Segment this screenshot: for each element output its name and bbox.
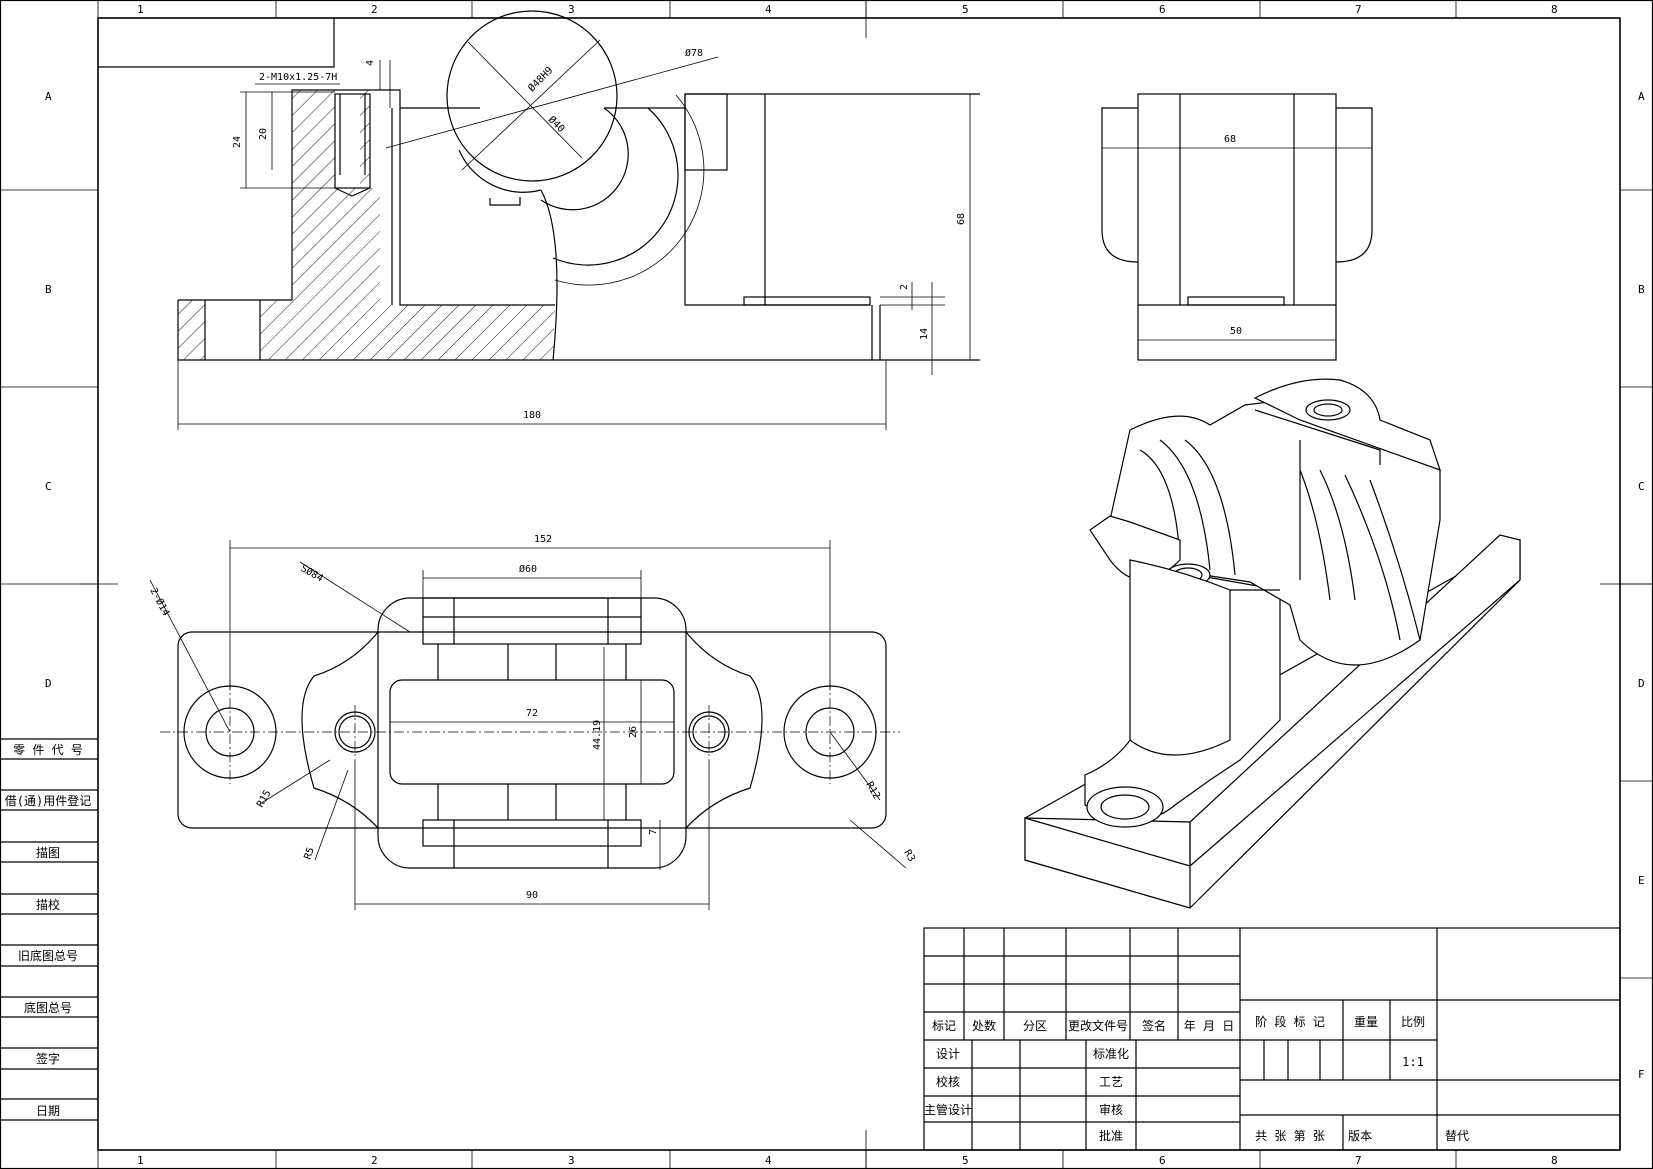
- tb-scale-label: 比例: [1401, 1015, 1425, 1029]
- tb-check: 校核: [936, 1074, 960, 1089]
- tb-weight: 重量: [1354, 1015, 1378, 1029]
- top-left-box: [98, 18, 335, 68]
- front-dim-14: 14: [919, 328, 930, 340]
- zone-col-6-top: 6: [1159, 3, 1166, 16]
- title-block: 标记 处数 分区 更改文件号 签名 年 月 日 阶 段 标 记 重量 比例 1:…: [923, 927, 1621, 1151]
- top-r15: R15: [255, 788, 274, 809]
- zone-col-7-top: 7: [1355, 3, 1362, 16]
- top-r3: R3: [901, 848, 917, 864]
- top-holes-2-14: 2-Ø14: [147, 586, 172, 618]
- top-dim-44-19: 44.19: [592, 720, 603, 750]
- zone-col-6-bottom: 6: [1159, 1154, 1166, 1167]
- front-dim-4: 4: [365, 60, 376, 66]
- side-dim-50: 50: [1230, 326, 1242, 337]
- tb-stage-mark: 阶 段 标 记: [1255, 1014, 1325, 1029]
- front-dia-78: Ø78: [685, 47, 703, 59]
- zone-row-e-right: E: [1638, 874, 1645, 887]
- tb-replace: 替代: [1445, 1129, 1469, 1143]
- tb-design: 设计: [936, 1047, 960, 1061]
- zone-col-5-top: 5: [962, 3, 969, 16]
- zone-row-d-right: D: [1638, 677, 1645, 690]
- front-dia-40: Ø40: [546, 114, 567, 135]
- tb-process: 工艺: [1099, 1075, 1123, 1089]
- front-section-view: 2-M10x1.25-7H 4 24 20 Ø48H9 Ø40 Ø78 68 2…: [177, 10, 980, 430]
- top-view: 152 SØ84 2-Ø14 Ø60 72 44.19 26 7 R15 R5 …: [147, 534, 917, 910]
- tb-version: 版本: [1348, 1129, 1372, 1143]
- front-dia-48h9: Ø48H9: [526, 64, 556, 94]
- zone-row-c-right: C: [1638, 480, 1645, 493]
- front-thread-note: 2-M10x1.25-7H: [259, 72, 337, 83]
- top-dim-72: 72: [526, 708, 538, 719]
- left-table-signature: 签字: [36, 1051, 60, 1066]
- left-table-base-number: 底图总号: [24, 1000, 72, 1015]
- tb-sheets: 共 张 第 张: [1255, 1129, 1325, 1143]
- tb-header-date: 年 月 日: [1184, 1019, 1234, 1033]
- left-table-borrowed-parts: 借(通)用件登记: [5, 793, 91, 808]
- tb-standardization: 标准化: [1093, 1047, 1129, 1061]
- tb-header-mark: 标记: [932, 1019, 956, 1033]
- tb-approve: 批准: [1099, 1128, 1123, 1143]
- zone-col-3-bottom: 3: [568, 1154, 575, 1167]
- zone-col-4-top: 4: [765, 3, 772, 16]
- top-dim-90: 90: [526, 890, 538, 901]
- tb-header-doc: 更改文件号: [1068, 1018, 1128, 1033]
- zone-row-d-left: D: [45, 677, 52, 690]
- tb-header-count: 处数: [972, 1018, 996, 1033]
- zone-col-8-top: 8: [1551, 3, 1558, 16]
- zone-row-a-left: A: [45, 90, 52, 103]
- left-record-table: 零 件 代 号 借(通)用件登记 描图 描校 旧底图总号 底图总号 签字 日期: [0, 738, 98, 1121]
- top-dim-152: 152: [534, 534, 552, 545]
- front-dim-2: 2: [899, 284, 910, 290]
- top-dim-7: 7: [648, 829, 659, 835]
- top-r5: R5: [302, 846, 316, 861]
- top-r12: R12: [863, 780, 882, 801]
- tb-scale-value: 1:1: [1402, 1055, 1424, 1069]
- tb-chief-design: 主管设计: [924, 1102, 972, 1117]
- zone-col-1-top: 1: [137, 3, 144, 16]
- left-table-tracing: 描图: [36, 846, 60, 860]
- zone-row-b-left: B: [45, 283, 52, 296]
- zone-col-4-bottom: 4: [765, 1154, 772, 1167]
- zone-col-1-bottom: 1: [137, 1154, 144, 1167]
- left-table-old-base-number: 旧底图总号: [18, 948, 78, 963]
- left-table-date: 日期: [36, 1104, 60, 1118]
- zone-col-2-top: 2: [371, 3, 378, 16]
- zone-row-a-right: A: [1638, 90, 1645, 103]
- front-dim-20: 20: [258, 128, 269, 140]
- tb-review: 审核: [1099, 1102, 1123, 1117]
- zone-col-3-top: 3: [568, 3, 575, 16]
- zone-col-2-bottom: 2: [371, 1154, 378, 1167]
- zone-row-b-right: B: [1638, 283, 1645, 296]
- zone-col-5-bottom: 5: [962, 1154, 969, 1167]
- isometric-view: [1024, 378, 1521, 909]
- front-dim-180: 180: [523, 410, 541, 421]
- left-table-part-code: 零 件 代 号: [13, 743, 83, 757]
- front-dim-68: 68: [956, 213, 967, 225]
- zone-row-c-left: C: [45, 480, 52, 493]
- zone-col-8-bottom: 8: [1551, 1154, 1558, 1167]
- side-view: 68 50: [1101, 93, 1373, 361]
- tb-header-sign: 签名: [1142, 1018, 1166, 1033]
- left-table-tracing-check: 描校: [36, 897, 60, 912]
- zone-row-f-right: F: [1638, 1068, 1645, 1081]
- top-dia-60: Ø60: [519, 563, 537, 575]
- tb-header-zone: 分区: [1023, 1019, 1047, 1033]
- side-dim-68: 68: [1224, 134, 1236, 145]
- zone-col-7-bottom: 7: [1355, 1154, 1362, 1167]
- top-dim-26: 26: [628, 726, 639, 738]
- front-dim-24: 24: [232, 136, 243, 148]
- top-sphere-84: SØ84: [299, 562, 326, 584]
